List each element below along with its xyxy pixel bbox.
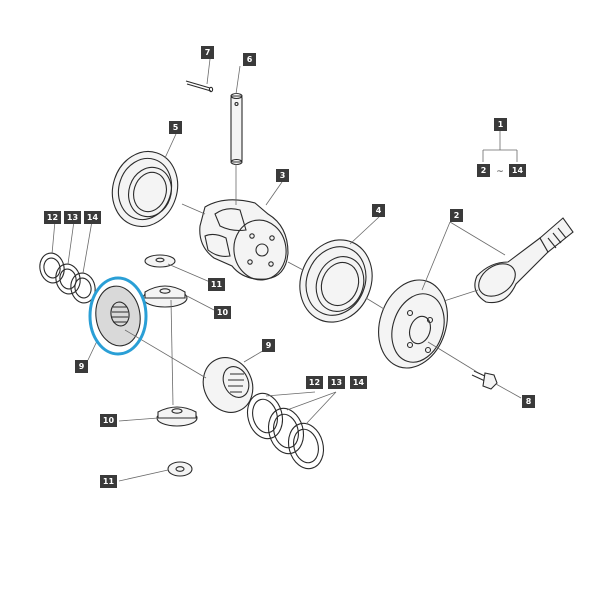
callout-9-right[interactable]: 9 (262, 339, 275, 352)
callout-6[interactable]: 6 (243, 53, 256, 66)
callout-13-left[interactable]: 13 (64, 211, 81, 224)
callout-1-group-2[interactable]: 2 (477, 164, 490, 177)
part-shims-right (246, 392, 325, 470)
part-side-gear-right (202, 357, 254, 413)
callout-9-left-label: 9 (79, 362, 85, 371)
selection-highlight-ring[interactable] (88, 276, 148, 356)
callout-7-label: 7 (205, 48, 211, 57)
callout-1[interactable]: 1 (494, 118, 507, 131)
assembly-axes (124, 164, 479, 406)
callout-14-left-label: 14 (87, 213, 99, 222)
callout-3[interactable]: 3 (276, 169, 289, 182)
part-thrust-washer-lower (156, 406, 198, 427)
part-thrust-washer-upper (142, 285, 188, 308)
callout-14-right[interactable]: 14 (350, 376, 367, 389)
callout-7[interactable]: 7 (201, 46, 214, 59)
callout-12-left[interactable]: 12 (44, 211, 61, 224)
group-range-separator: ~ (496, 167, 504, 177)
part-bearing-left (111, 150, 179, 228)
callout-10-lower-label: 10 (103, 416, 115, 425)
callout-2[interactable]: 2 (450, 209, 463, 222)
callout-10-lower[interactable]: 10 (100, 414, 117, 427)
callout-9-right-label: 9 (266, 341, 272, 350)
callout-11-lower[interactable]: 11 (100, 475, 117, 488)
callout-13-left-label: 13 (67, 213, 78, 222)
callout-12-right-label: 12 (309, 378, 320, 387)
callout-8[interactable]: 8 (522, 395, 535, 408)
callout-12-right[interactable]: 12 (306, 376, 323, 389)
callout-11-lower-label: 11 (103, 477, 115, 486)
callout-4-label: 4 (376, 206, 382, 215)
callout-1-group-14[interactable]: 14 (509, 164, 526, 177)
callout-10-upper-label: 10 (217, 308, 229, 317)
callout-9-left[interactable]: 9 (75, 360, 88, 373)
callout-8-label: 8 (526, 397, 532, 406)
callout-14-right-label: 14 (353, 378, 365, 387)
callout-12-left-label: 12 (47, 213, 58, 222)
callout-4[interactable]: 4 (372, 204, 385, 217)
leader-lines (51, 58, 522, 482)
part-shims-left (39, 252, 96, 304)
callout-5-label: 5 (173, 123, 179, 132)
callout-6-label: 6 (247, 55, 253, 64)
callout-labels: 7 6 5 3 4 2 1 2 ~ 14 8 12 13 14 9 11 10 … (44, 46, 535, 488)
callout-10-upper[interactable]: 10 (214, 306, 231, 319)
callout-2-label: 2 (454, 211, 460, 220)
callout-1-group-14-label: 14 (512, 166, 524, 175)
callout-1-group-2-label: 2 (481, 166, 487, 175)
part-washer-lower (167, 461, 193, 477)
part-shaft (230, 92, 243, 166)
callout-5[interactable]: 5 (169, 121, 182, 134)
callout-1-label: 1 (498, 120, 504, 129)
callout-11-upper-label: 11 (211, 280, 223, 289)
part-bearing-middle (299, 239, 373, 323)
parts-layer (39, 80, 574, 477)
callout-14-left[interactable]: 14 (84, 211, 101, 224)
part-pinion-shaft (474, 217, 574, 304)
part-pin (185, 80, 214, 93)
callout-13-right[interactable]: 13 (328, 376, 345, 389)
part-side-gear-left (95, 285, 141, 347)
callout-13-right-label: 13 (331, 378, 342, 387)
part-washer-upper (144, 254, 176, 268)
callout-3-label: 3 (280, 171, 286, 180)
callout-11-upper[interactable]: 11 (208, 278, 225, 291)
part-ring-gear (378, 279, 448, 369)
part-bolt (471, 370, 498, 390)
part-differential-housing (199, 199, 289, 281)
